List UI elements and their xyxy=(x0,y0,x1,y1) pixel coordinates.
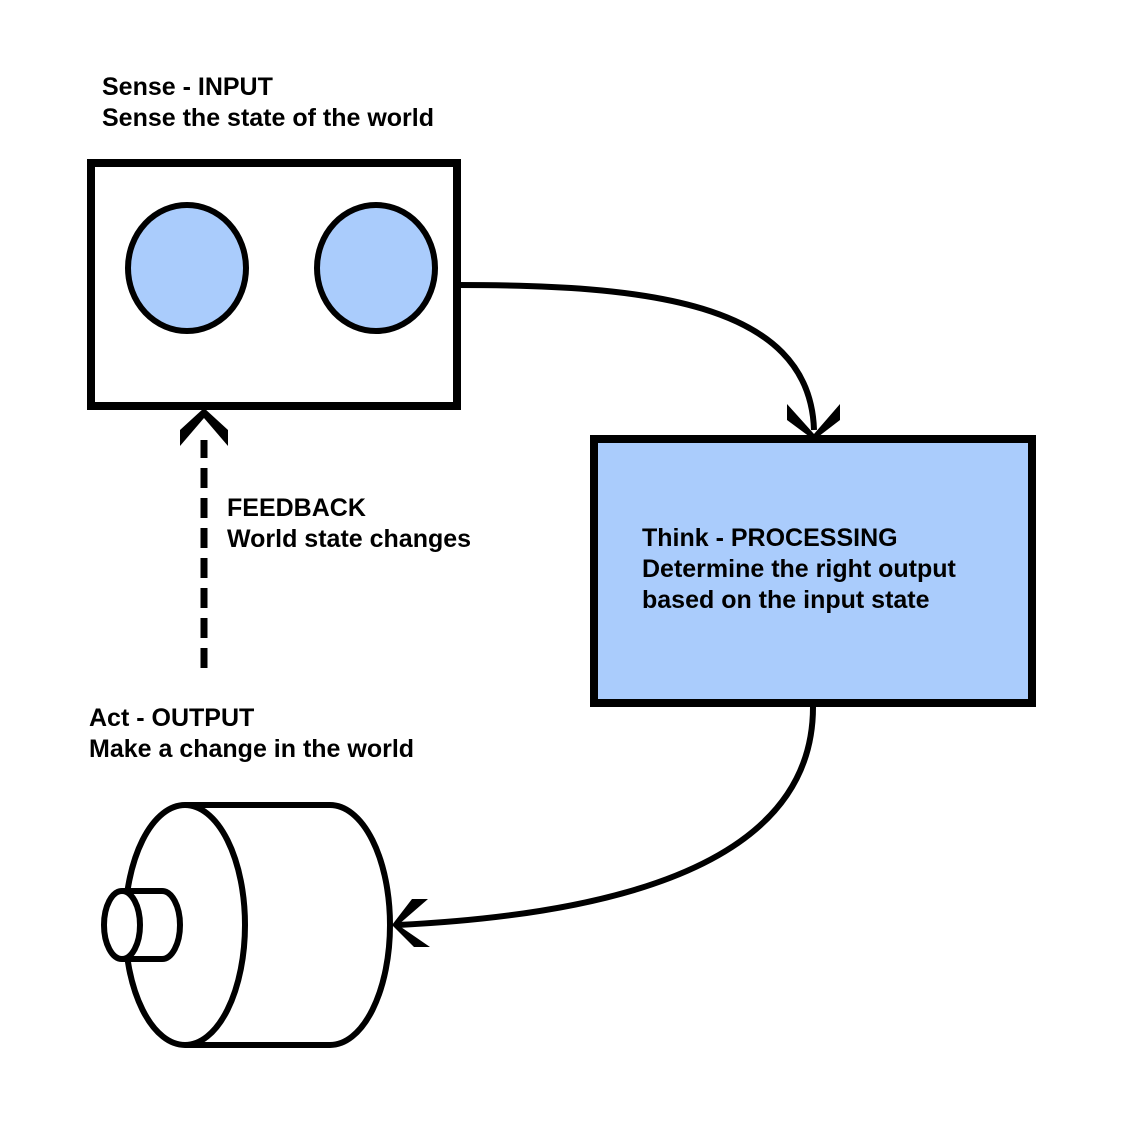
think-line2: based on the input state xyxy=(642,586,930,614)
sense-label: Sense - INPUT Sense the state of the wor… xyxy=(102,72,434,134)
sensor-eye-right xyxy=(314,202,438,334)
arrow-sense-to-think xyxy=(456,282,840,440)
sense-node xyxy=(87,159,461,410)
act-title: Act - OUTPUT xyxy=(89,704,255,732)
arrow-line xyxy=(456,282,817,431)
think-label: Think - PROCESSING Determine the right o… xyxy=(642,523,956,616)
think-title: Think - PROCESSING xyxy=(642,524,898,552)
arrowhead-down-icon xyxy=(787,404,840,440)
act-label: Act - OUTPUT Make a change in the world xyxy=(89,703,414,765)
sensor-eyes-icon xyxy=(125,202,438,334)
arrowhead-left-icon xyxy=(392,899,430,947)
think-box xyxy=(590,435,1036,707)
feedback-title: FEEDBACK xyxy=(227,494,366,522)
motor-shaft-face xyxy=(101,888,143,962)
arrow-line xyxy=(397,706,816,928)
sensor-eye-left xyxy=(125,202,249,334)
feedback-subtitle: World state changes xyxy=(227,525,472,553)
motor-shaft-body xyxy=(122,888,183,962)
arrow-feedback xyxy=(180,408,228,668)
sense-title: Sense - INPUT xyxy=(102,73,273,101)
act-subtitle: Make a change in the world xyxy=(89,735,415,763)
think-line1: Determine the right output xyxy=(642,555,956,583)
arrow-think-to-act xyxy=(392,706,816,947)
arrowhead-up-icon xyxy=(180,408,228,446)
feedback-label: FEEDBACK World state changes xyxy=(227,493,471,555)
sense-subtitle: Sense the state of the world xyxy=(102,104,435,132)
motor-icon xyxy=(101,802,393,1048)
motor-body xyxy=(185,802,393,1048)
